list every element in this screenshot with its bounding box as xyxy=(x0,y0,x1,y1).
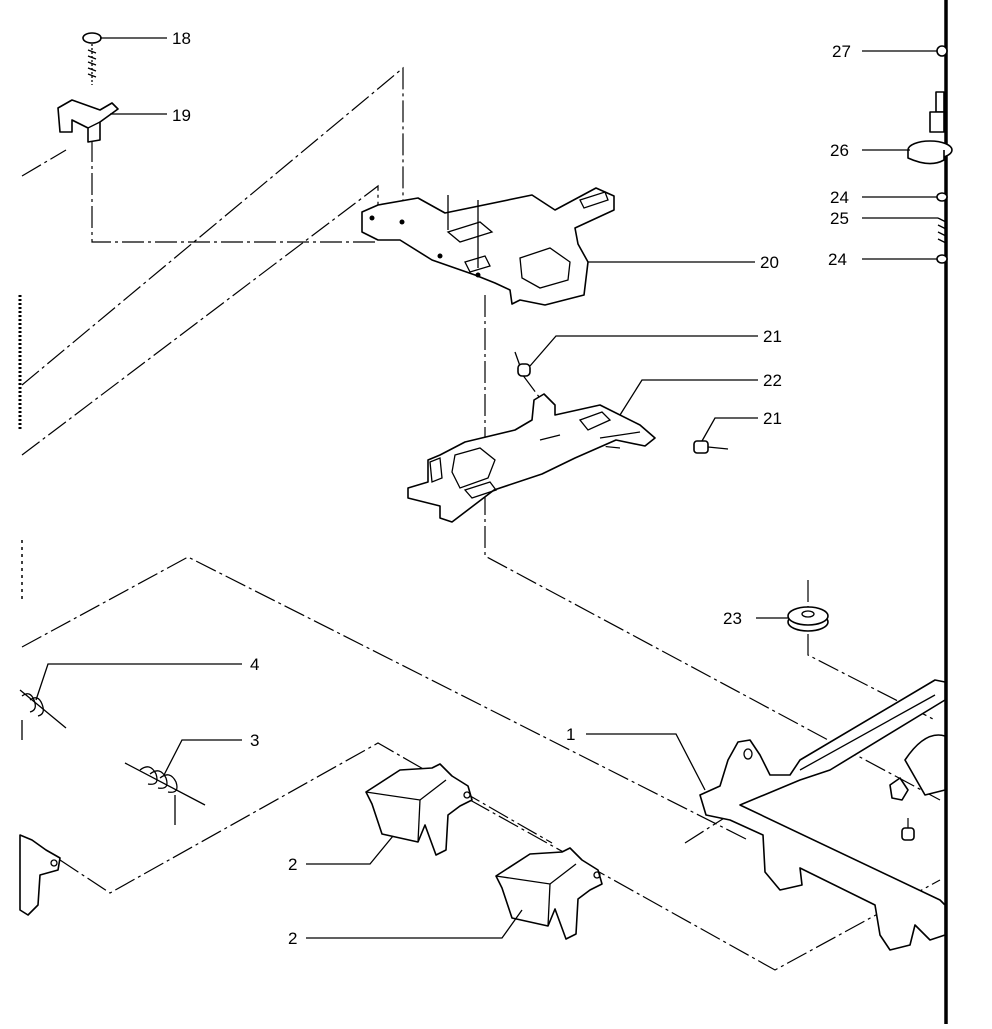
guide-line-plate-to-lever xyxy=(484,295,941,801)
guide-line-bracket-left xyxy=(21,149,67,177)
ring-24-upper xyxy=(936,192,948,202)
guide-line-back-edge xyxy=(21,556,749,841)
collar-21-upper xyxy=(514,351,531,377)
callout-19: 19 xyxy=(172,106,191,125)
callout-27: 27 xyxy=(832,42,851,61)
pulley-26 xyxy=(907,91,953,165)
callout-20: 20 xyxy=(760,253,779,272)
leader-3 xyxy=(163,739,242,776)
callout-3: 3 xyxy=(250,731,259,750)
guide-line-collar-top xyxy=(521,373,546,406)
left-partial-part xyxy=(19,834,61,916)
callout-24-upper: 24 xyxy=(830,188,849,207)
guide-line-plate-left xyxy=(21,66,404,386)
ring-24-lower xyxy=(936,254,948,264)
guide-line-bracket-drop xyxy=(91,140,375,243)
chassis-edges xyxy=(18,0,948,1024)
lever-1 xyxy=(699,679,946,951)
callout-4: 4 xyxy=(250,655,259,674)
lever-plate-22 xyxy=(407,393,656,523)
callout-24-lower: 24 xyxy=(828,250,847,269)
callout-21-upper: 21 xyxy=(763,327,782,346)
guide-line-plate-lower xyxy=(21,184,379,456)
washer-23 xyxy=(787,606,829,632)
callout-21-lower: 21 xyxy=(763,409,782,428)
spring-3 xyxy=(124,762,206,825)
leader-4 xyxy=(35,663,242,701)
button-2-upper xyxy=(365,763,473,856)
spring-4 xyxy=(19,689,67,740)
callout-25: 25 xyxy=(830,209,849,228)
callout-labels: 18 19 20 21 22 21 27 26 24 25 24 23 4 3 … xyxy=(172,29,851,948)
callout-26: 26 xyxy=(830,141,849,160)
plate-20 xyxy=(361,187,615,306)
leader-21b xyxy=(701,417,758,442)
callout-2-upper: 2 xyxy=(288,855,297,874)
callout-1: 1 xyxy=(566,725,575,744)
guide-line-washer xyxy=(807,634,936,721)
e-ring-27 xyxy=(936,45,948,57)
bracket-19 xyxy=(57,99,119,143)
screw-18 xyxy=(82,32,102,85)
callout-2-lower: 2 xyxy=(288,929,297,948)
button-2-lower xyxy=(495,847,603,940)
callout-22: 22 xyxy=(763,371,782,390)
leader-22 xyxy=(619,379,758,416)
leader-21a xyxy=(529,335,758,367)
collar-21-right xyxy=(693,440,729,454)
callout-18: 18 xyxy=(172,29,191,48)
callout-23: 23 xyxy=(723,609,742,628)
leader-2a xyxy=(306,835,394,865)
guide-line-buttons xyxy=(59,742,553,894)
leader-2b xyxy=(306,909,523,939)
leader-lines xyxy=(35,37,938,939)
spring-25 xyxy=(937,217,947,244)
leader-1 xyxy=(586,733,706,791)
